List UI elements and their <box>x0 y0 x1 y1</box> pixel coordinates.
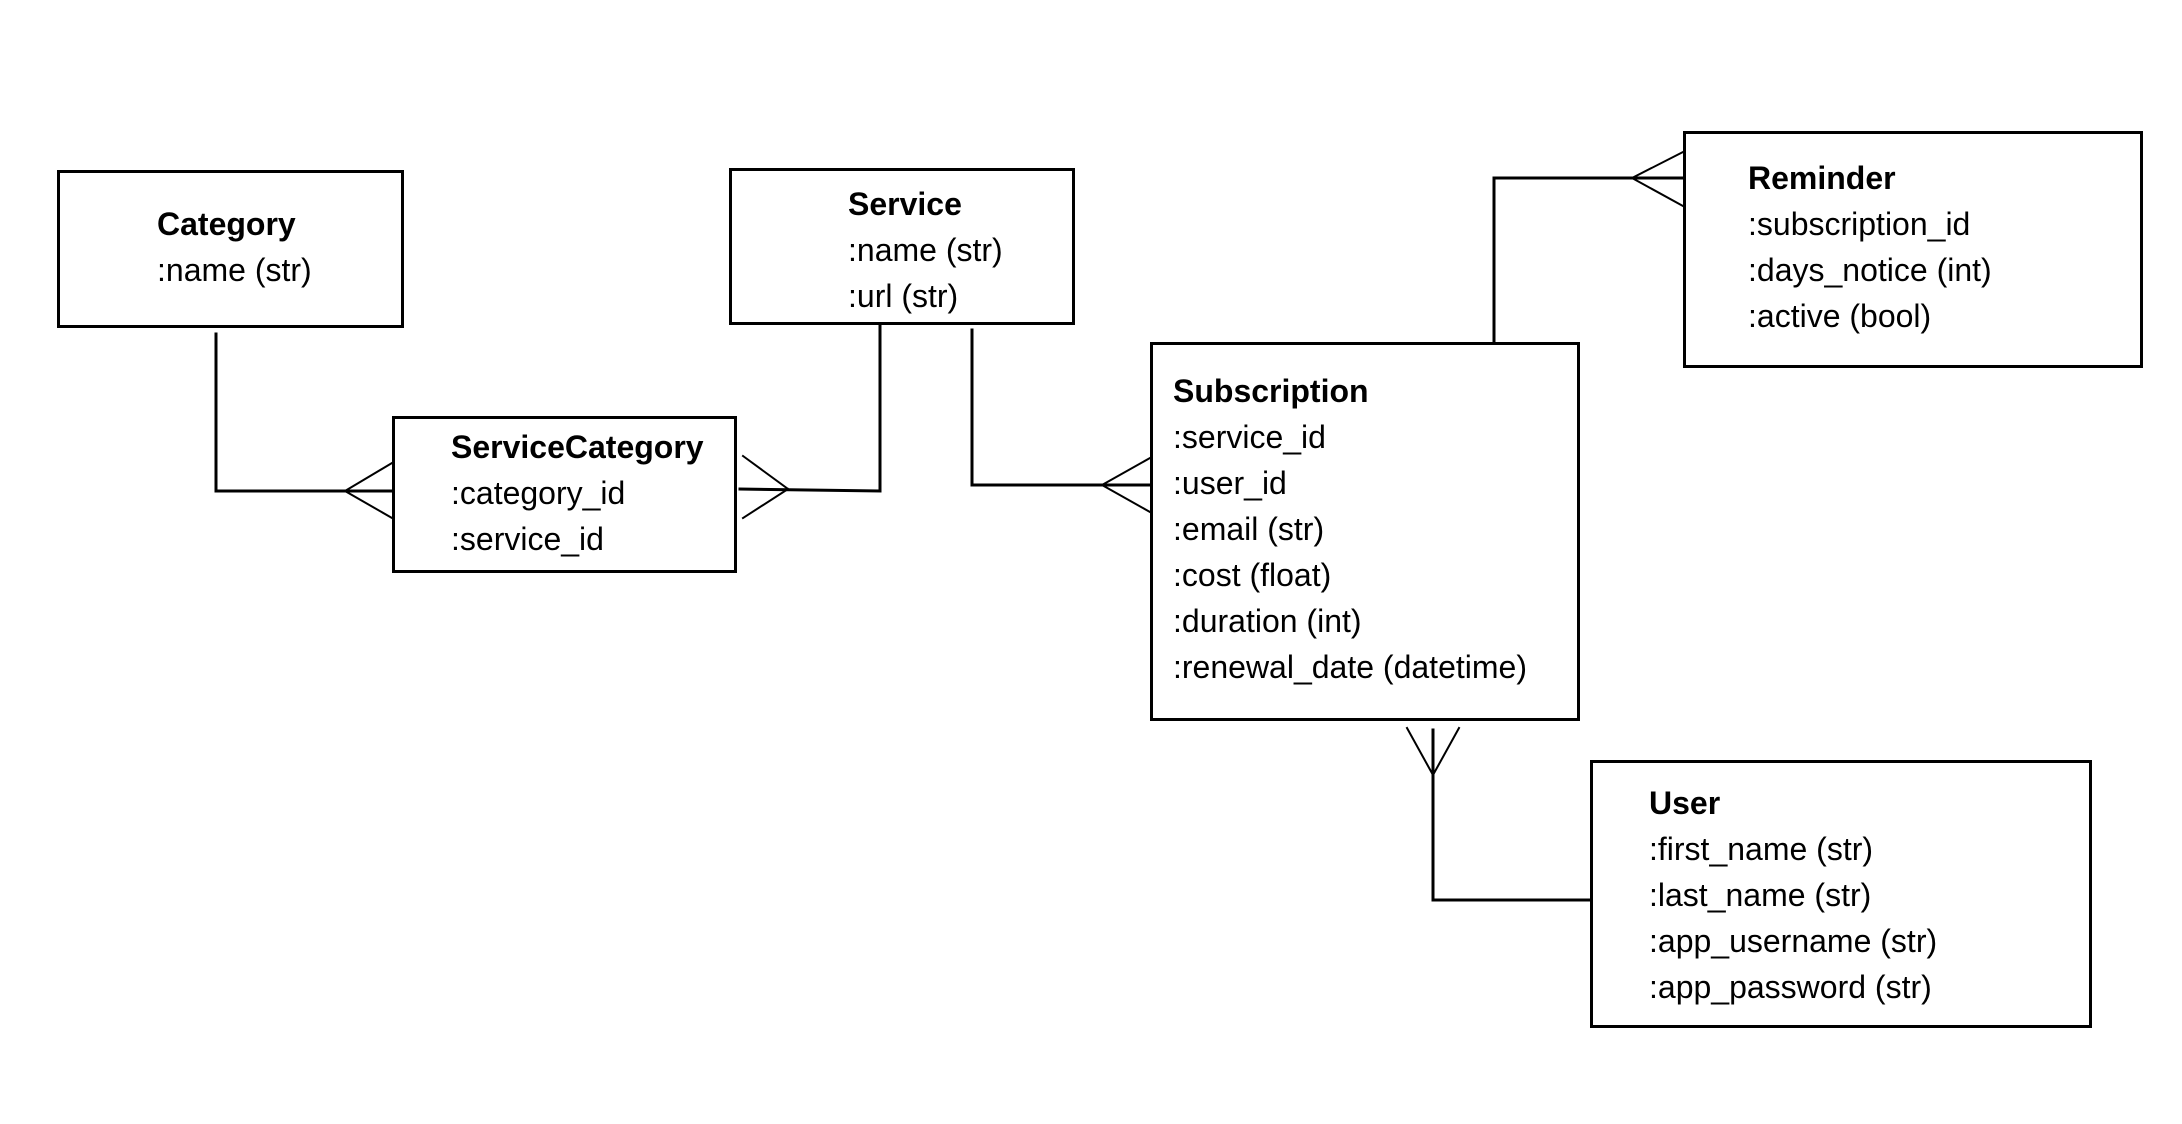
crows-foot-subscription-bottom <box>1405 726 1461 777</box>
attribute-duration: :duration (int) <box>1173 603 1362 639</box>
entity-servicecategory: ServiceCategory :category_id :service_id <box>392 416 737 573</box>
crows-foot-subscription-left <box>1100 456 1152 514</box>
entity-service: Service :name (str) :url (str) <box>729 168 1075 325</box>
crows-foot-reminder <box>1630 150 1685 208</box>
entity-attributes-reminder: :subscription_id :days_notice (int) :act… <box>1748 201 1992 339</box>
entity-title-user: User <box>1649 785 1721 821</box>
attribute-active: :active (bool) <box>1748 298 1932 334</box>
edge-subscription-reminder <box>1492 150 1685 346</box>
entity-title-subscription: Subscription <box>1173 373 1369 409</box>
attribute-service-id: :service_id <box>451 521 604 557</box>
entity-reminder: Reminder :subscription_id :days_notice (… <box>1683 131 2143 368</box>
attribute-name: :name (str) <box>157 252 312 288</box>
entity-title-category: Category <box>157 206 296 242</box>
attribute-user-id: :user_id <box>1173 465 1287 501</box>
attribute-category-id: :category_id <box>451 475 626 511</box>
attribute-name: :name (str) <box>848 232 1003 268</box>
attribute-cost: :cost (float) <box>1173 557 1332 593</box>
entity-category: Category :name (str) <box>57 170 404 328</box>
attribute-service-id: :service_id <box>1173 419 1326 455</box>
edge-service-subscription <box>970 328 1152 514</box>
entity-title-service: Service <box>848 186 962 222</box>
entity-attributes-user: :first_name (str) :last_name (str) :app_… <box>1649 826 1937 1010</box>
attribute-email: :email (str) <box>1173 511 1325 547</box>
entity-attributes-subscription: :service_id :user_id :email (str) :cost … <box>1173 414 1527 690</box>
entity-subscription: Subscription :service_id :user_id :email… <box>1150 342 1580 721</box>
edge-user-subscription <box>1405 726 1592 902</box>
attribute-url: :url (str) <box>848 278 959 314</box>
entity-attributes-category: :name (str) <box>157 247 312 293</box>
attribute-last-name: :last_name (str) <box>1649 877 1872 913</box>
edge-category-servicecategory <box>214 332 394 520</box>
attribute-app-username: :app_username (str) <box>1649 923 1938 959</box>
edge-service-servicecategory <box>738 324 882 520</box>
attribute-first-name: :first_name (str) <box>1649 831 1874 867</box>
entity-attributes-service: :name (str) :url (str) <box>848 227 1003 319</box>
attribute-days-notice: :days_notice (int) <box>1748 252 1992 288</box>
entity-user: User :first_name (str) :last_name (str) … <box>1590 760 2092 1028</box>
attribute-renewal-date: :renewal_date (datetime) <box>1173 649 1527 685</box>
entity-title-servicecategory: ServiceCategory <box>451 429 704 465</box>
entity-title-reminder: Reminder <box>1748 160 1896 196</box>
crows-foot-servicecategory-right <box>741 454 790 520</box>
attribute-app-password: :app_password (str) <box>1649 969 1932 1005</box>
crows-foot-servicecategory-left <box>343 461 394 520</box>
entity-attributes-servicecategory: :category_id :service_id <box>451 470 625 562</box>
attribute-subscription-id: :subscription_id <box>1748 206 1971 242</box>
